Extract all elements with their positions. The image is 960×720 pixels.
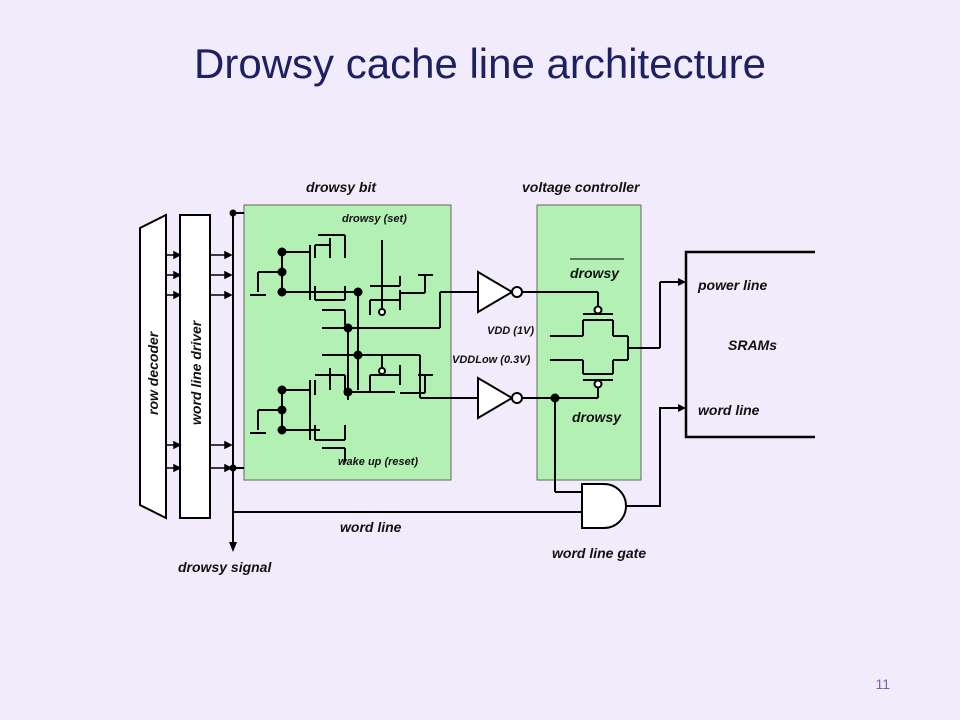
drowsy-set-label: drowsy (set) [342,213,407,225]
word-line-gate-label: word line gate [552,545,646,561]
page-number: 11 [875,676,890,692]
drowsy-bit-circuit [250,234,478,462]
word-line-driver-block [179,214,211,519]
drowsy-bar-label: drowsy [570,265,620,281]
decoder-driver-arrows [166,250,182,473]
vdd-label: VDD (1V) [487,325,534,337]
vddlow-label: VDDLow (0.3V) [452,354,531,366]
word-line-and-gate [581,404,686,529]
row-decoder-label: row decoder [145,330,161,415]
drowsy-signal-label: drowsy signal [178,559,272,575]
drowsy-label: drowsy [572,409,622,425]
drowsy-bit-label: drowsy bit [306,179,377,195]
lower-inverter [477,376,523,420]
row-decoder-block [139,213,167,520]
voltage-controller-circuit [522,258,686,493]
slide-title: Drowsy cache line architecture [194,40,766,87]
drowsy-signal-line [229,209,244,552]
word-line-right-label: word line [698,402,760,418]
word-line-bottom-label: word line [340,519,402,535]
word-line-driver-label: word line driver [188,319,204,425]
sram-block [684,250,815,439]
driver-output-arrows [210,250,233,473]
voltage-controller-block [536,204,642,481]
srams-label: SRAMs [728,337,777,353]
power-line-label: power line [697,277,767,293]
wake-up-reset-label: wake up (reset) [338,456,418,468]
upper-inverter [477,270,523,314]
voltage-controller-label: voltage controller [522,179,641,195]
